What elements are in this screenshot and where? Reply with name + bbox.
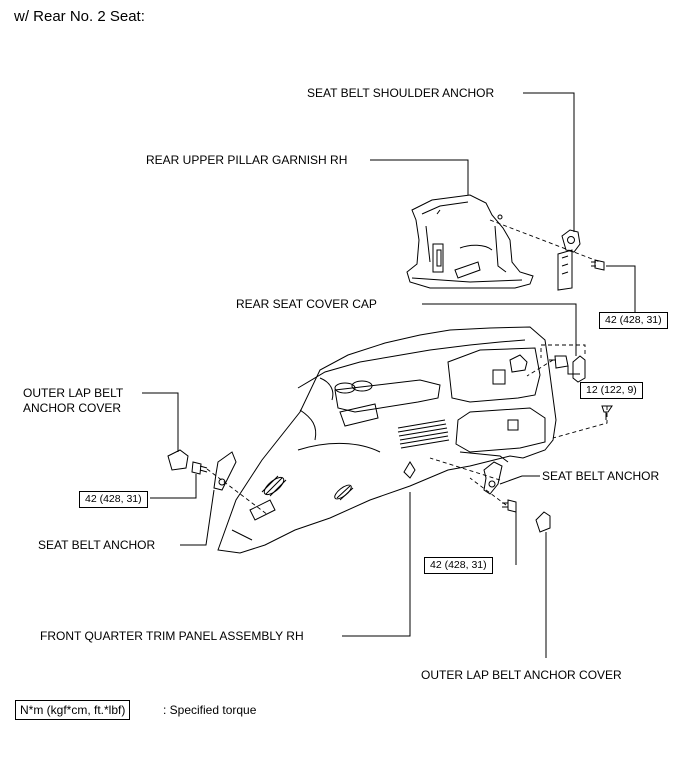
label-seat-belt-anchor-right: SEAT BELT ANCHOR bbox=[542, 469, 660, 483]
shoulder-anchor-illustration bbox=[557, 229, 581, 291]
upper-pillar-garnish-illustration bbox=[406, 194, 534, 289]
bottom-bolt-illustration bbox=[502, 499, 517, 513]
label-shoulder-anchor: SEAT BELT SHOULDER ANCHOR bbox=[307, 86, 495, 100]
rear-seat-cover-cap-illustration bbox=[572, 355, 586, 383]
outer-lap-cover-left-illustration bbox=[167, 449, 189, 471]
label-outer-lap-cover-left-line2: ANCHOR COVER bbox=[23, 401, 122, 415]
label-rear-seat-cover-cap: REAR SEAT COVER CAP bbox=[236, 297, 377, 311]
legend-description: : Specified torque bbox=[163, 703, 257, 717]
left-bolt-illustration bbox=[191, 461, 208, 475]
label-outer-lap-cover-left-line1: OUTER LAP BELT bbox=[23, 386, 124, 400]
torque-box-left: 42 (428, 31) bbox=[79, 491, 148, 508]
outer-lap-cover-bottom-illustration bbox=[535, 511, 551, 533]
page-title: w/ Rear No. 2 Seat: bbox=[14, 8, 145, 25]
front-quarter-trim-panel-illustration bbox=[217, 326, 557, 554]
torque-box-cover-bolt: 12 (122, 9) bbox=[580, 382, 643, 399]
torque-box-shoulder: 42 (428, 31) bbox=[599, 312, 668, 329]
shoulder-bolt-illustration bbox=[591, 259, 605, 271]
label-front-quarter-trim-panel: FRONT QUARTER TRIM PANEL ASSEMBLY RH bbox=[40, 629, 304, 643]
label-upper-pillar-garnish: REAR UPPER PILLAR GARNISH RH bbox=[146, 153, 348, 167]
left-seat-belt-anchor-illustration bbox=[213, 451, 237, 491]
clip-illustration bbox=[601, 405, 613, 420]
torque-box-bottom: 42 (428, 31) bbox=[424, 557, 493, 574]
label-seat-belt-anchor-left: SEAT BELT ANCHOR bbox=[38, 538, 156, 552]
cover-bolt-illustration bbox=[549, 355, 569, 369]
legend-torque-unit: N*m (kgf*cm, ft.*lbf) bbox=[15, 700, 131, 720]
right-seat-belt-anchor-illustration bbox=[483, 461, 503, 495]
label-outer-lap-cover-bottom: OUTER LAP BELT ANCHOR COVER bbox=[421, 668, 622, 682]
